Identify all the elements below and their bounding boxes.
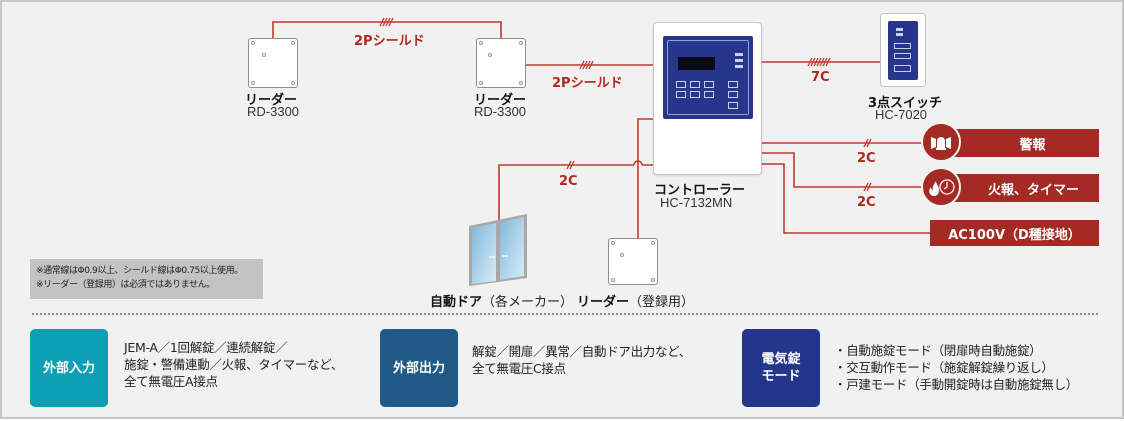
reader-registration-title: リーダー bbox=[577, 295, 630, 310]
badge-external-input: 外部入力 bbox=[30, 329, 108, 407]
reader2-model: RD-3300 bbox=[474, 104, 527, 119]
reader2-title: リーダー bbox=[474, 93, 527, 108]
reader-registration-device bbox=[608, 238, 658, 285]
auto-door-caption: 自動ドア（各メーカー） bbox=[430, 291, 573, 310]
section-divider bbox=[32, 313, 1098, 315]
switch-model: HC-7020 bbox=[875, 107, 928, 122]
wire-label-fire-2c: 2C bbox=[857, 195, 876, 210]
lcd-display bbox=[678, 57, 715, 70]
lock-mode-description: ・自動施錠モード（閉扉時自動施錠） ・交互動作モード（施錠解錠繰り返し） ・戸建… bbox=[834, 342, 1078, 393]
auto-door-title: 自動ドア bbox=[430, 295, 483, 310]
external-input-description: JEM-A／1回解錠／連続解錠／ 施錠・警備連動／火報、タイマーなど、 全て無電… bbox=[124, 339, 343, 390]
external-input-line-2: 施錠・警備連動／火報、タイマーなど、 bbox=[124, 357, 343, 372]
switch-title: 3点スイッチ bbox=[868, 96, 943, 111]
switch-device bbox=[880, 13, 926, 87]
output-alarm-label: 警報 bbox=[1019, 137, 1046, 153]
wire-label-7c: 7C bbox=[811, 70, 830, 85]
output-ac100v: AC100V（D種接地） bbox=[930, 220, 1099, 246]
badge-external-output-label: 外部出力 bbox=[392, 360, 445, 376]
badge-lock-mode: 電気錠 モード bbox=[742, 329, 820, 407]
wire-fire-timer bbox=[762, 152, 932, 188]
controller-panel bbox=[663, 36, 753, 119]
cable-hatch-marks bbox=[379, 17, 872, 192]
lock-mode-line-3: ・戸建モード（手動開錠時は自動施錠無し） bbox=[834, 377, 1079, 392]
reader-registration-sub: （登録用） bbox=[629, 295, 695, 310]
auto-door-sub: （各メーカー） bbox=[482, 295, 574, 310]
reader-device-2 bbox=[476, 38, 526, 88]
controller-model: HC-7132MN bbox=[660, 195, 733, 210]
wire-label-alarm-2c: 2C bbox=[857, 151, 876, 166]
badge-lock-mode-line-2: モード bbox=[761, 369, 801, 384]
siren-icon bbox=[921, 122, 961, 162]
output-ac100v-label: AC100V（D種接地） bbox=[948, 227, 1081, 243]
wire-door bbox=[498, 164, 653, 220]
wire-reg-reader bbox=[637, 118, 653, 238]
note-line-1: ※通常線はΦ0.9以上、シールド線はΦ0.75以上使用。 bbox=[36, 266, 243, 276]
wire-label-2p-shield-2: 2Pシールド bbox=[552, 76, 623, 91]
wire-label-door-2c: 2C bbox=[559, 174, 578, 189]
wire-ac100 bbox=[762, 163, 932, 234]
external-output-description: 解錠／開扉／異常／自動ドア出力など、 全て無電圧C接点 bbox=[472, 343, 691, 377]
wire-label-2p-shield-1: 2Pシールド bbox=[354, 34, 425, 49]
controller-title: コントローラー bbox=[654, 183, 746, 198]
auto-door-icon bbox=[469, 214, 527, 286]
badge-lock-mode-line-1: 電気錠 bbox=[761, 352, 801, 367]
lock-mode-line-1: ・自動施錠モード（閉扉時自動施錠） bbox=[834, 343, 1042, 358]
badge-external-output: 外部出力 bbox=[380, 329, 458, 407]
output-fire-timer: 火報、タイマー bbox=[946, 174, 1099, 202]
note-line-2: ※リーダー（登録用）は必須ではありません。 bbox=[36, 280, 215, 290]
badge-external-input-label: 外部入力 bbox=[42, 360, 95, 376]
external-output-line-1: 解錠／開扉／異常／自動ドア出力など、 bbox=[472, 344, 691, 359]
output-fire-timer-label: 火報、タイマー bbox=[987, 182, 1079, 198]
reader1-model: RD-3300 bbox=[247, 104, 300, 119]
lock-mode-line-2: ・交互動作モード（施錠解錠繰り返し） bbox=[834, 360, 1054, 375]
reader-device-1 bbox=[248, 38, 298, 88]
reader1-title: リーダー bbox=[245, 93, 298, 108]
external-output-line-2: 全て無電圧C接点 bbox=[472, 361, 566, 376]
external-input-line-1: JEM-A／1回解錠／連続解錠／ bbox=[124, 340, 288, 355]
fire-clock-icon bbox=[921, 167, 961, 207]
wire-reader-reader bbox=[272, 21, 502, 39]
wiring-note: ※通常線はΦ0.9以上、シールド線はΦ0.75以上使用。 ※リーダー（登録用）は… bbox=[30, 259, 263, 299]
output-alarm: 警報 bbox=[946, 129, 1099, 157]
external-input-line-3: 全て無電圧A接点 bbox=[124, 374, 218, 389]
controller-device bbox=[653, 22, 762, 175]
reader-registration-caption: リーダー（登録用） bbox=[577, 291, 694, 310]
